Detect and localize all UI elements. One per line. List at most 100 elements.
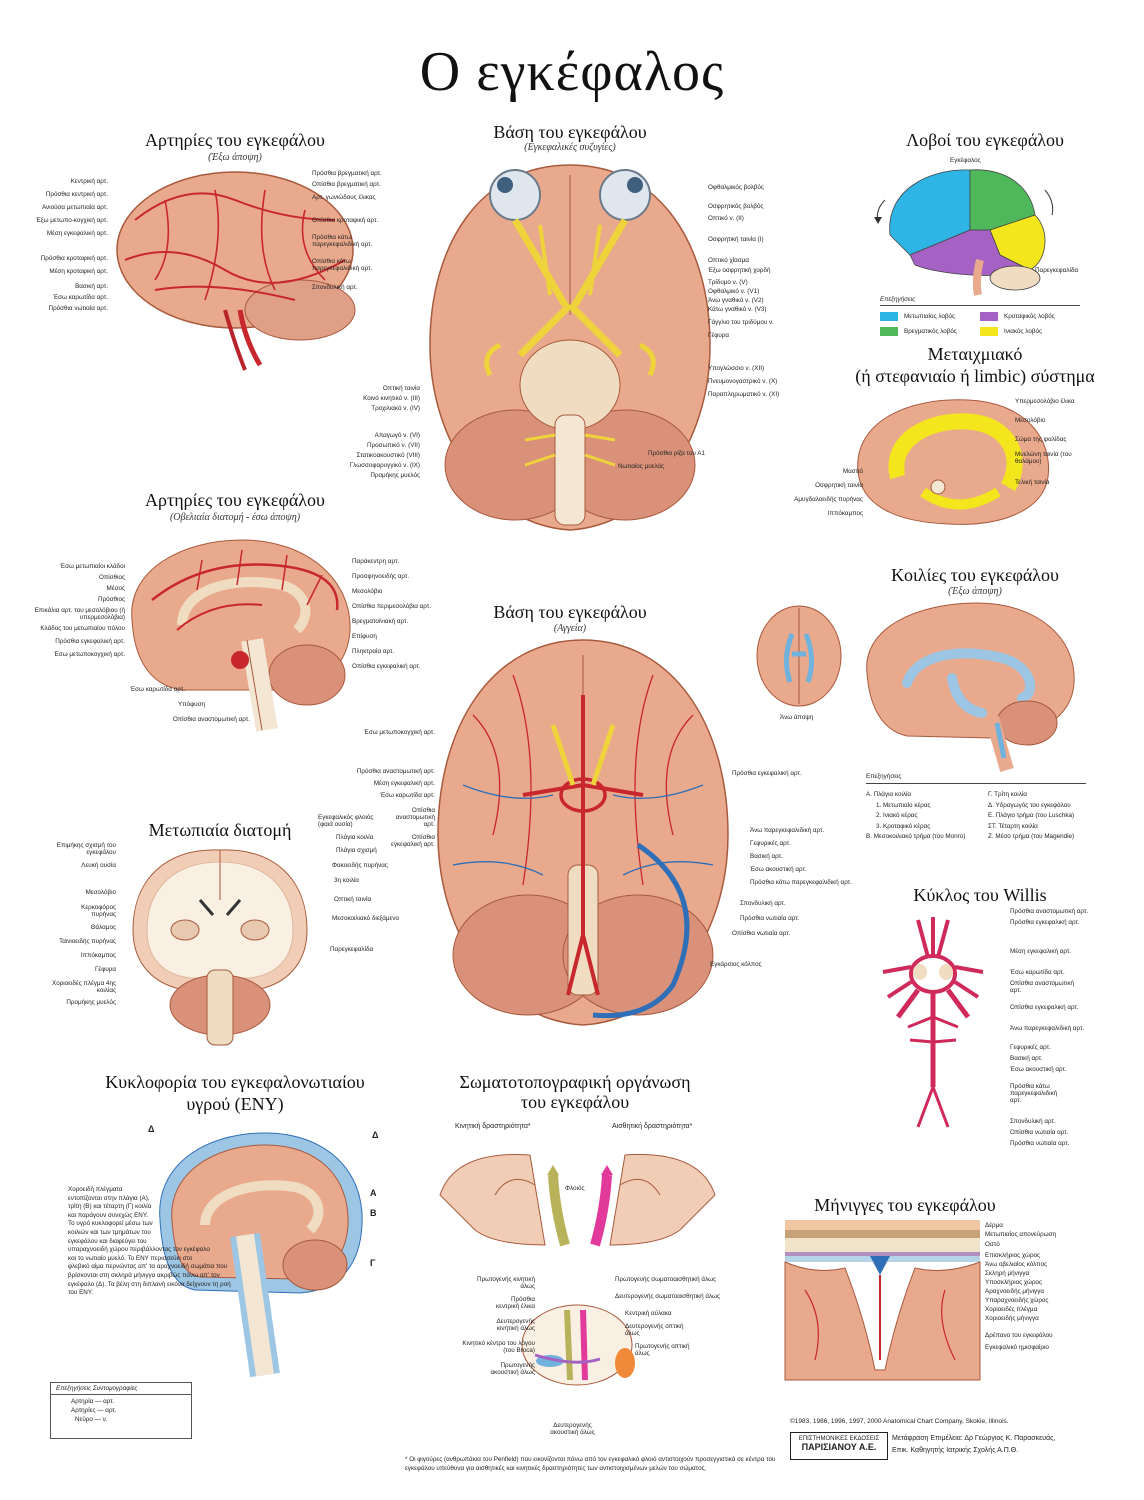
label: Πρόσθια εγκεφαλική αρτ.: [55, 638, 125, 645]
label: Οπίσθια νωτιαία αρτ.: [1010, 1129, 1069, 1136]
label: Πρόσθια κάτω παρεγκεφαλιδική αρτ.: [750, 879, 852, 886]
label: Δευτερογενής κινητική άλως: [496, 1318, 535, 1332]
label: Χοριοειδής μήνιγγα: [985, 1315, 1039, 1322]
label: Μέση εγκεφαλική αρτ.: [1010, 948, 1072, 955]
lobes-illustration: [874, 169, 1054, 296]
ventricles-legend-right: Γ. Τρίτη κοιλία Δ. Υδραγωγός του εγκεφάλ…: [988, 790, 1108, 843]
csf-illustration: [159, 1132, 363, 1378]
abbreviations-box: Επεξηγήσεις Συντομογραφίες Αρτηρία — αρτ…: [50, 1382, 192, 1439]
label: Γεφυρικές αρτ.: [1010, 1044, 1051, 1051]
lobes-legend-swatch: [980, 312, 998, 321]
base-nerves-illustration: [429, 164, 711, 531]
lobes-legend-item: Βρεγματικός λοβός: [880, 327, 980, 336]
label: Γεφυρικές αρτ.: [750, 840, 791, 847]
label: Πρόσθια κροταφική αρτ.: [40, 255, 108, 262]
label: Πρόσθια νωτιαία αρτ.: [1010, 1140, 1070, 1147]
label: Πληκτραία αρτ.: [352, 648, 395, 655]
lobes-legend-swatch: [980, 327, 998, 336]
somato-labels-right: Πρωτογενής σωματοαισθητική άλως Δευτερογ…: [615, 1276, 721, 1357]
legend-item: 3. Κροταφικό κέρας: [876, 822, 931, 830]
label: Έσω ακουστική αρτ.: [750, 866, 807, 873]
arteries-sagittal-illustration: [131, 539, 351, 732]
label: Γλωσσοφαρυγγικό ν. (IX): [349, 462, 420, 469]
ventricles-legend-title: Επεξηγήσεις: [866, 773, 902, 780]
label: Υποσκλήριος χώρος: [985, 1279, 1043, 1286]
label: Παράκεντρη αρτ.: [352, 558, 400, 565]
label: Οφθαλμικός βολβός: [708, 184, 764, 191]
csf-text-line: φλεβικό αίμα περνώντας απ' τα αραχνοειδή…: [68, 1263, 228, 1271]
csf-letter-g: Γ: [370, 1258, 376, 1268]
limbic-illustration: [857, 399, 1050, 525]
legend-item: ΣΤ. Τέταρτη κοιλία: [988, 822, 1038, 830]
label: Οπτικό ν. (II): [708, 215, 744, 222]
meninges-illustration: [784, 1220, 981, 1381]
label: Κλάδος του μετωπιαίου πόλου: [40, 625, 125, 632]
label: Τρίδυμο ν. (V): [708, 279, 748, 286]
label: Ιππόκαμπος: [80, 952, 116, 959]
ventricles-legend-rule: [866, 783, 1086, 784]
label: Οπίσθια εγκεφαλική αρτ.: [1010, 1004, 1079, 1011]
label: Άνω παρεγκεφαλιδική αρτ.: [1010, 1025, 1085, 1032]
label: Τροχιλιακό ν. (IV): [371, 405, 420, 412]
label: Εγκάρσιος κόλπος: [710, 961, 762, 968]
arteries-outer-subtitle: (Έξω άποψη): [208, 152, 262, 163]
ventricles-top-view: [756, 605, 842, 707]
translation-credit: Μετάφραση Επιμέλεια: Δρ Γεώργιος Κ. Παρα…: [892, 1435, 1056, 1442]
label: Οσφρητική ταινία: [815, 482, 863, 489]
abbreviations-title: Επεξηγήσεις Συντομογραφίες: [51, 1383, 191, 1395]
somato-illustration: [439, 1154, 716, 1386]
label: Επιμήκης σχισμή του εγκεφάλου: [56, 842, 116, 856]
somato-label-secondary-auditory: Δευτερογενής ακουστική άλως: [550, 1422, 595, 1436]
csf-title: Κυκλοφορία του εγκεφαλονωτιαίου: [105, 1072, 365, 1092]
label: Κάτω γναθικό ν. (V3): [708, 306, 767, 313]
csf-text-line: εντοπίζονται στην πλάγια (Α),: [68, 1194, 150, 1202]
label: Γέφυρα: [708, 332, 730, 339]
label: Βασική αρτ.: [750, 853, 783, 860]
label: Γέφυρα: [94, 966, 116, 973]
ventricles-illustration: [866, 602, 1075, 772]
ventricles-title: Κοιλίες του εγκεφάλου: [891, 565, 1059, 585]
csf-text-line: του ΕΝΥ.: [68, 1289, 93, 1297]
somato-labels-left: Πρωτογενής κινητική άλως Πρόσθια κεντρικ…: [435, 1276, 535, 1376]
label: Βρεγματοϊνιακή αρτ.: [352, 618, 409, 625]
lobes-label-brain: Εγκέφαλος: [950, 157, 981, 164]
somato-title-2: του εγκεφάλου: [520, 1092, 630, 1112]
lobes-legend-rule: [880, 305, 1080, 306]
label: Προσφηνοειδής αρτ.: [352, 573, 410, 580]
label: Πρωτογενής ακουστική άλως: [490, 1362, 535, 1376]
label: Μυελώνη ταινία (του θαλάμου): [1015, 451, 1072, 465]
label: Πρόσθια κεντρική αρτ.: [45, 191, 108, 198]
csf-text-line: και το νωτιαίο μυελό. Το ΕΝΥ περισσεύει …: [68, 1254, 193, 1262]
label: Αμυγδαλοειδής πυρήνας: [794, 496, 863, 503]
label: Τελική ταινία: [1015, 479, 1050, 486]
csf-letter-b: Β: [370, 1208, 377, 1218]
csf-description: Χοροειδή πλέγματα εντοπίζονται στην πλάγ…: [68, 1186, 253, 1298]
label: Έσω καρωτίδα αρτ.: [1010, 969, 1065, 976]
label: Οσφρητικός βολβός: [708, 203, 764, 210]
label: Ιππόκαμπος: [827, 510, 863, 517]
arteries-outer-illustration: [116, 171, 356, 371]
label: Οπίσθια περιμεσολόβια αρτ.: [352, 603, 431, 610]
willis-illustration: [882, 917, 984, 1128]
base-vessels-illustration: [437, 639, 729, 1026]
willis-title: Κύκλος του Willis: [913, 885, 1047, 905]
csf-text-line: υπαραχνοειδή χώρου περιβάλλοντας τον εγκ…: [68, 1246, 210, 1254]
base-vessels-labels-left: Έσω μετωποκογχική αρτ. Πρόσθια αναστομωτ…: [340, 729, 435, 848]
somato-footnote: * Οι φιγούρες (ανθρωπάκια του Penfield) …: [405, 1456, 776, 1472]
label: Πλάγια σχισμή: [336, 847, 377, 854]
label: Σπονδυλική αρτ.: [1010, 1118, 1056, 1125]
arteries-outer-labels-right: Πρόσθια βρεγματική αρτ. Οπίσθια βρεγματι…: [312, 170, 397, 291]
label: Κεντρική αύλακα: [625, 1310, 672, 1317]
legend-item: Γ. Τρίτη κοιλία: [988, 791, 1027, 798]
csf-letter-d1: Δ: [148, 1124, 155, 1134]
publisher-line-2: ΠΑΡΙΣΙΑΝΟΥ Α.Ε.: [801, 1442, 877, 1452]
label: Δευτερογενής σωματοαισθητική άλως: [615, 1293, 721, 1300]
legend-item: 2. Ινιακό κέρας: [876, 812, 918, 819]
label: Πρόσθια νωτιαία αρτ.: [740, 915, 800, 922]
lobes-legend-item: Ινιακός λοβός: [980, 327, 1080, 336]
label: Στατικοακουστικό (VIII): [356, 452, 421, 459]
label: Οπίσθια αναστομωτική αρτ.: [395, 807, 435, 828]
label: Παρεγκεφαλίδα: [330, 946, 374, 953]
label: Λευκή ουσία: [81, 862, 116, 869]
label: Κεντρική αρτ.: [70, 178, 108, 185]
